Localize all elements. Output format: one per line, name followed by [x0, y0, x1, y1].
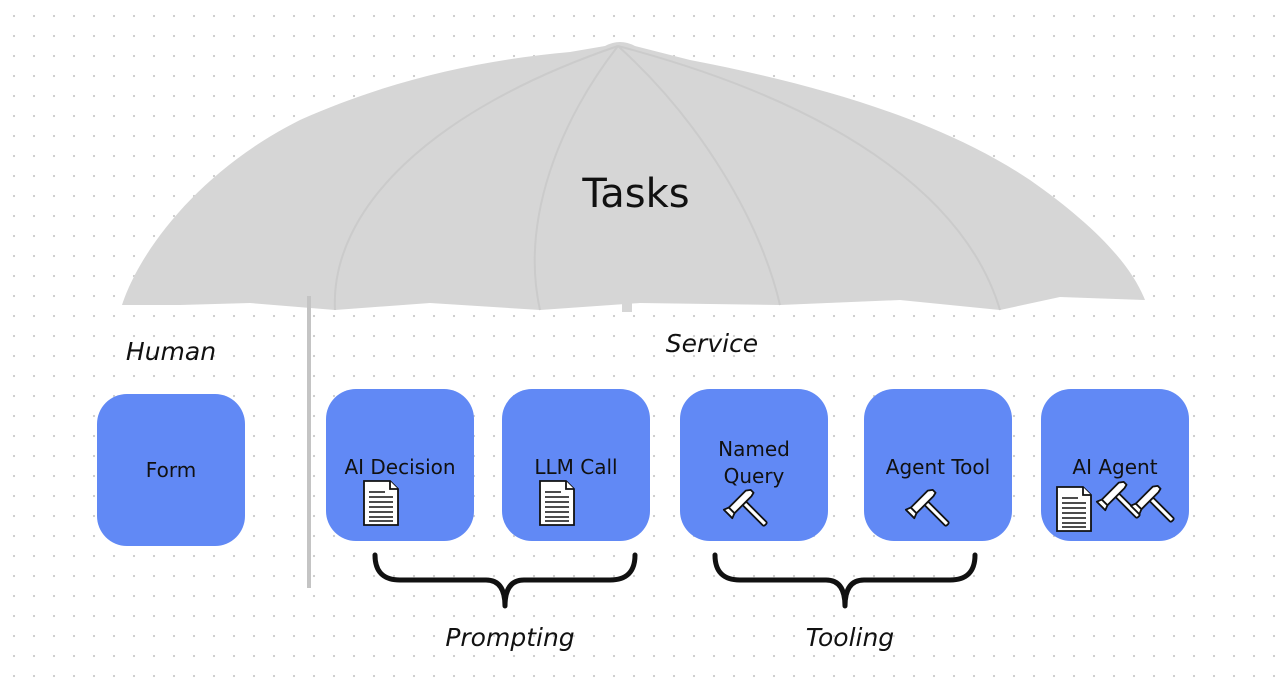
prompting-group-label: Prompting — [445, 623, 574, 652]
document-icon — [539, 480, 575, 526]
human-group-label: Human — [126, 337, 216, 366]
umbrella-pole-top — [622, 290, 632, 312]
umbrella — [122, 42, 1145, 312]
prompting-brace — [372, 552, 638, 609]
task-box-background — [864, 389, 1012, 541]
task-box-form: Form — [97, 394, 245, 546]
task-box-label: AI Agent — [1072, 455, 1157, 479]
task-box-ai-decision: AI Decision — [326, 389, 474, 541]
task-box-background — [502, 389, 650, 541]
task-box-label: Agent Tool — [886, 455, 990, 479]
document-icon — [363, 480, 399, 526]
task-box-label: Query — [724, 464, 785, 488]
task-box-label: LLM Call — [534, 455, 617, 479]
tooling-brace — [712, 552, 978, 609]
task-box-background — [680, 389, 828, 541]
tooling-group-label: Tooling — [806, 623, 894, 652]
diagram-title: Tasks — [581, 171, 689, 217]
task-box-llm-call: LLM Call — [502, 389, 650, 541]
task-box-background — [326, 389, 474, 541]
task-box-label: AI Decision — [344, 455, 455, 479]
task-box-label: Form — [146, 458, 196, 482]
umbrella-ribs — [333, 45, 1001, 311]
task-box-background — [97, 394, 245, 546]
service-group-label: Service — [666, 329, 758, 358]
task-box-label: Named — [718, 437, 790, 461]
document-icon — [1056, 486, 1092, 532]
umbrella-canopy — [122, 42, 1145, 310]
task-box-ai-agent: AI Agent — [1041, 389, 1189, 541]
task-box-agent-tool: Agent Tool — [864, 389, 1012, 541]
